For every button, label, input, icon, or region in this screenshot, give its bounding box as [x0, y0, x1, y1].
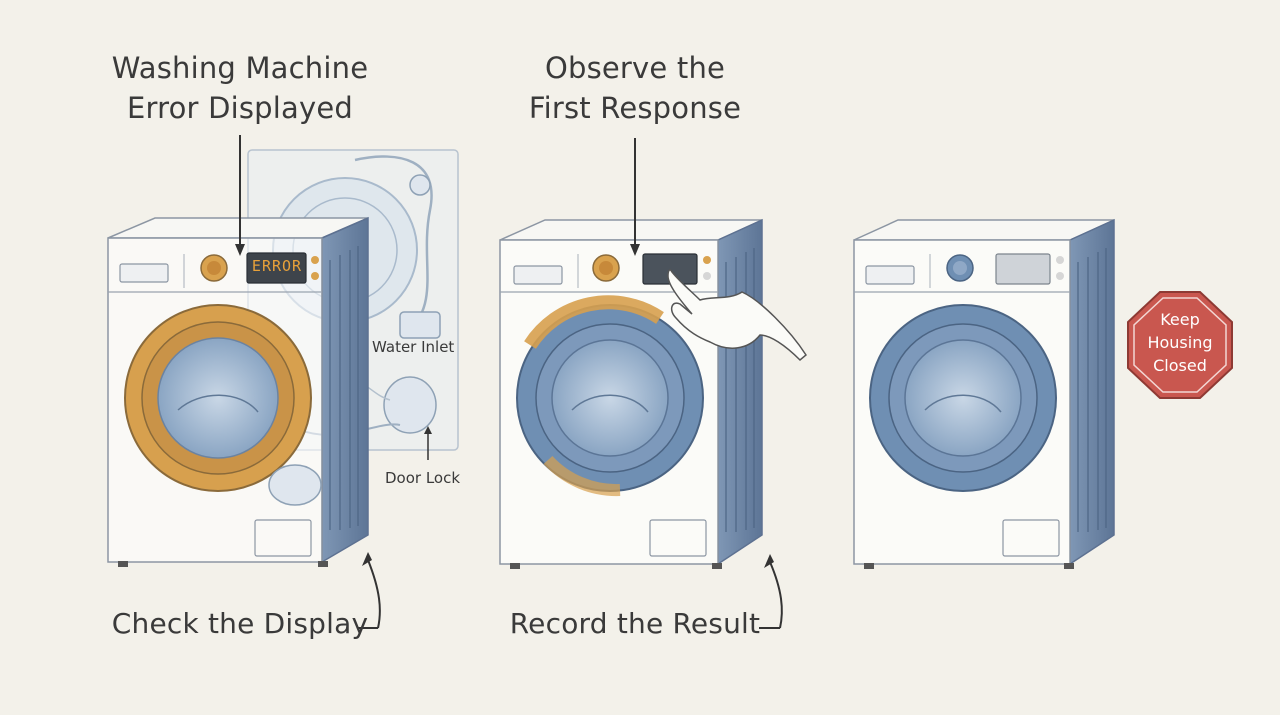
caption-check-display: Check the Display — [111, 607, 369, 640]
title-line: Observe the — [544, 51, 726, 85]
label-door-lock: Door Lock — [385, 469, 461, 487]
title-first-response: Observe the First Response — [485, 48, 785, 128]
arrow-icon — [630, 138, 640, 256]
washing-machine-3 — [853, 218, 1115, 569]
title-line: Washing Machine — [111, 51, 369, 85]
stop-sign-label: Keep Housing Closed — [1136, 308, 1224, 377]
title-line: Error Displayed — [126, 91, 354, 125]
caption-record-result: Record the Result — [509, 607, 761, 640]
arrow-icon — [424, 426, 432, 460]
stop-sign-icon — [1127, 291, 1233, 399]
washing-machine-2 — [499, 218, 763, 569]
hand-icon — [667, 269, 807, 362]
error-display-text: ERROR — [251, 257, 303, 275]
arrow-icon — [357, 552, 381, 629]
arrow-icon — [759, 554, 783, 629]
arrow-icon — [235, 135, 245, 256]
title-line: First Response — [528, 91, 742, 125]
stop-sign-line: Keep — [1160, 310, 1200, 329]
stop-sign-line: Housing — [1147, 333, 1213, 352]
stop-sign-line: Closed — [1153, 356, 1207, 375]
washing-machine-1 — [107, 149, 459, 567]
label-water-inlet: Water Inlet — [372, 338, 455, 356]
title-error-displayed: Washing Machine Error Displayed — [90, 48, 390, 128]
